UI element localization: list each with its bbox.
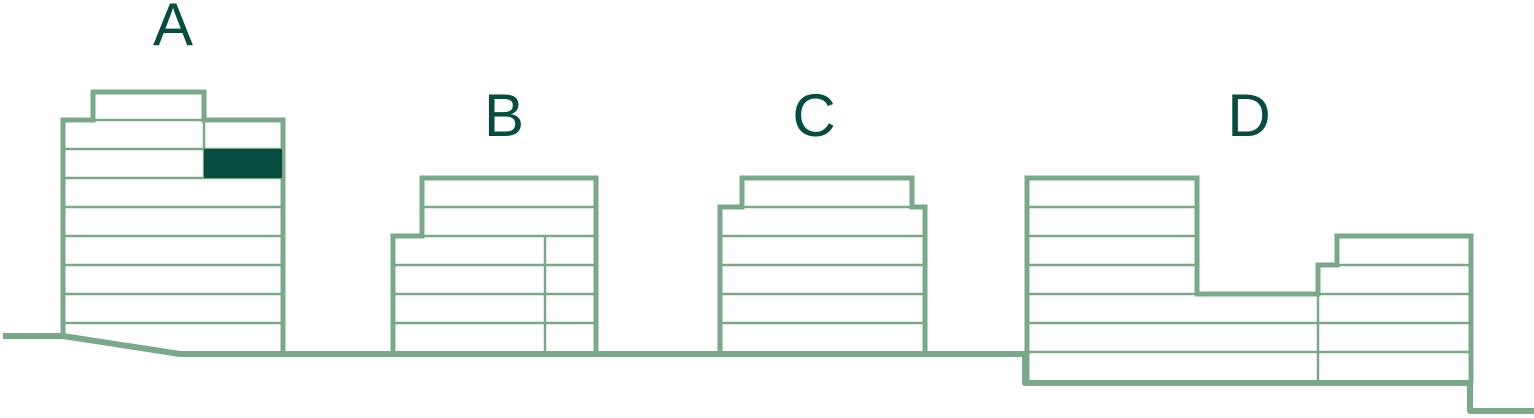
building-a: A: [60, 0, 286, 354]
building-a-outline: [60, 89, 286, 354]
building-a-floor-lines: [63, 118, 283, 325]
building-d: D: [1024, 82, 1474, 383]
building-d-outline: [1024, 175, 1474, 383]
building-d-label: D: [1227, 82, 1270, 149]
building-c-label: C: [792, 82, 835, 149]
ground-line: [3, 333, 1534, 414]
building-b-label: B: [484, 82, 524, 149]
building-c: C: [717, 82, 928, 354]
building-d-floor-lines: [1027, 205, 1471, 383]
building-b: B: [390, 82, 599, 354]
highlighted-unit: [204, 149, 282, 178]
building-a-label: A: [153, 0, 193, 58]
building-b-floor-lines: [393, 205, 596, 354]
building-c-floor-lines: [720, 205, 925, 325]
